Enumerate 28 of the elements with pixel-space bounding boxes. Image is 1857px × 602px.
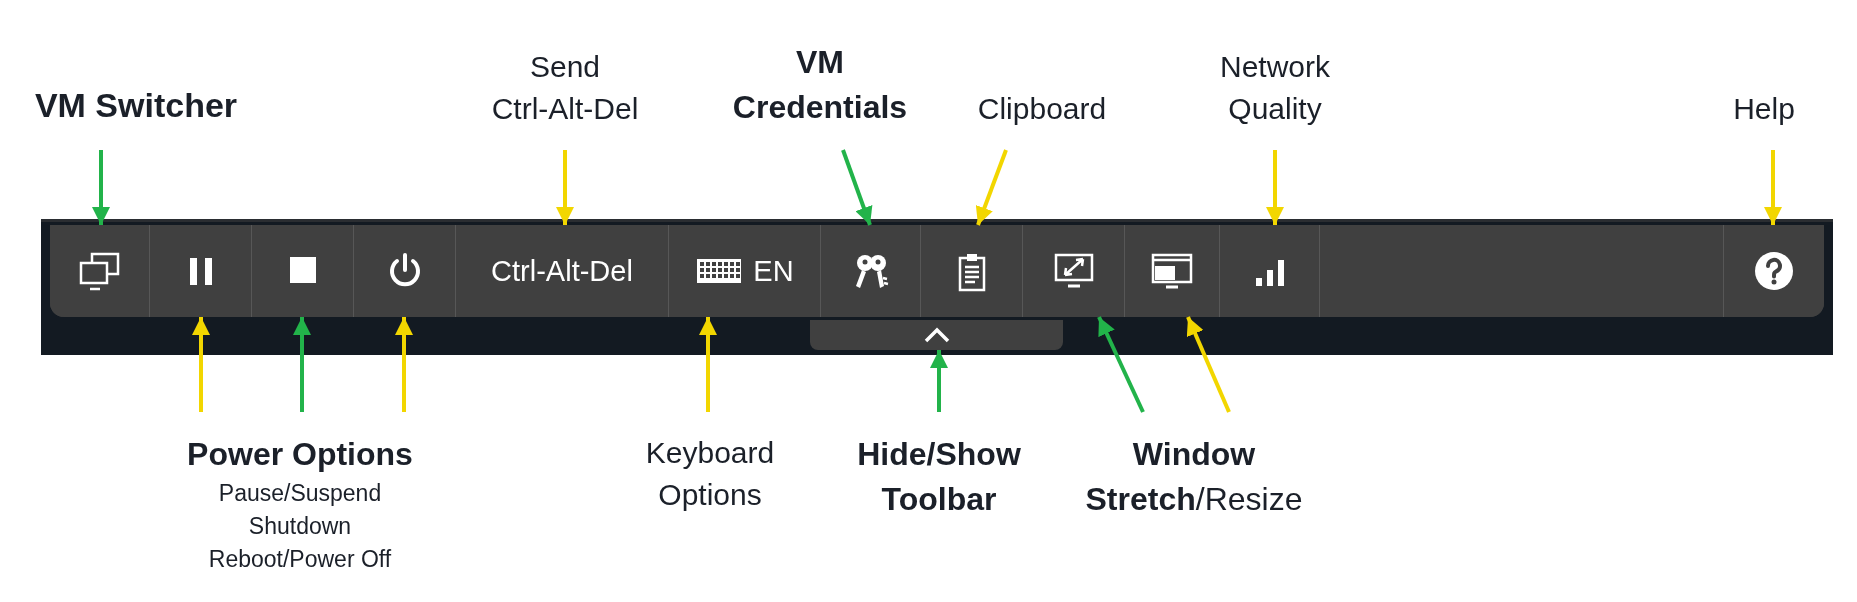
arrow: [293, 317, 311, 412]
callout-label: Send Ctrl-Alt-Del: [491, 46, 639, 150]
arrow: [1764, 150, 1782, 225]
arrow: [192, 317, 210, 412]
callout-text: Pause/Suspend Shutdown Reboot/Power Off: [207, 478, 393, 575]
arrow: [975, 149, 1008, 226]
arrow: [556, 150, 574, 225]
callout-label: Hide/Show Toolbar: [857, 412, 1021, 522]
arrow: [1186, 316, 1231, 413]
callout-label: Network Quality: [1220, 46, 1330, 150]
arrow: [930, 350, 948, 412]
callout-label: VM Credentials: [732, 40, 908, 150]
callout-label: Keyboard Options: [645, 412, 775, 516]
arrow: [395, 317, 413, 412]
callout-label: Clipboard: [977, 88, 1107, 150]
callout-title: Power Options: [186, 435, 414, 474]
callout-label: Window Stretch/Resize: [1085, 412, 1303, 522]
toolbar-button: [1723, 225, 1824, 317]
callout-label: VM Switcher: [34, 82, 238, 150]
callout-label: Help: [1733, 88, 1795, 150]
toolbar-button: [50, 225, 150, 317]
arrow: [1266, 150, 1284, 225]
arrow: [699, 317, 717, 412]
toggle-tab-button: [810, 320, 1063, 350]
arrow: [1097, 316, 1145, 413]
toolbar-background: [41, 219, 1833, 355]
arrow: [841, 149, 873, 226]
arrow: [92, 150, 110, 225]
